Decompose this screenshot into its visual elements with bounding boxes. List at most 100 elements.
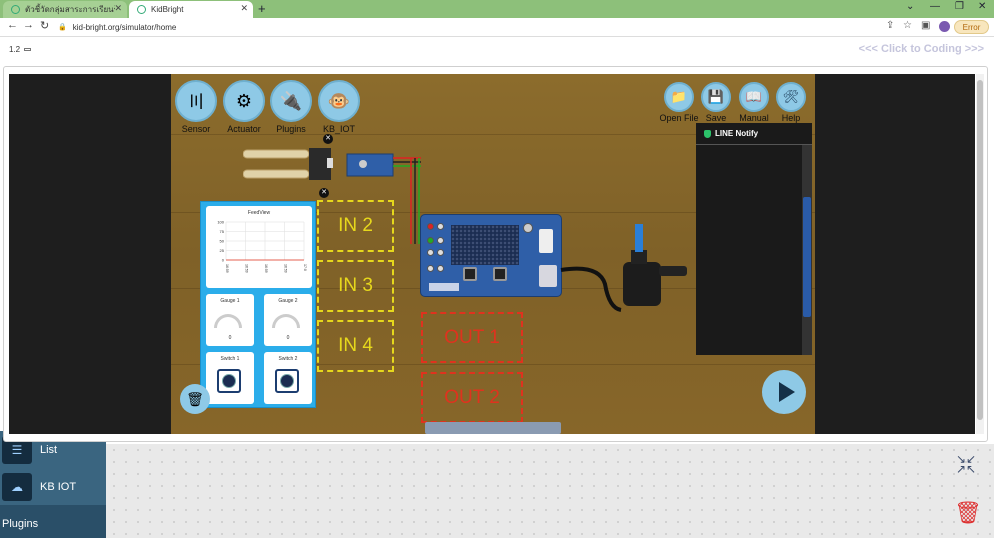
fullscreen-icon[interactable]: ↘↙↗↖ xyxy=(956,452,977,476)
line-scroll-thumb[interactable] xyxy=(803,197,811,317)
manual-button[interactable]: 📖 Manual xyxy=(737,82,771,123)
category-actuator[interactable]: ⚙ Actuator xyxy=(222,80,266,134)
avatar[interactable] xyxy=(939,21,950,32)
slot-in-2[interactable]: IN 2 xyxy=(317,200,394,252)
open-file-button[interactable]: 📁 Open File xyxy=(659,82,699,123)
run-button[interactable] xyxy=(762,370,806,414)
book-icon: 📖 xyxy=(739,82,769,112)
category-plugins[interactable]: 🔌 Plugins xyxy=(269,80,313,134)
y-tick-label: 100 xyxy=(217,220,224,225)
switch-card-2: Switch 2 xyxy=(264,352,312,404)
browser-tab-bar: ตัวชี้วัดกลุ่มสาระการเรียนรู้วิทยาศาสตร์… xyxy=(0,0,994,18)
board-switch-1[interactable] xyxy=(463,267,477,281)
floppy-icon: 💾 xyxy=(701,82,731,112)
slot-in-4[interactable]: IN 4 xyxy=(317,320,394,372)
restore-icon[interactable]: ❐ xyxy=(955,1,964,12)
kidbright-board[interactable] xyxy=(420,214,562,297)
help-button[interactable]: 🛠 Help xyxy=(774,82,808,123)
slot-out-2[interactable]: OUT 2 xyxy=(421,372,523,423)
button-label: Open File xyxy=(659,113,699,123)
sidebar-item-kb-iot[interactable]: ☁ KB IOT xyxy=(0,468,106,505)
switch-1-button[interactable] xyxy=(217,369,241,393)
pin-in2 xyxy=(437,237,444,244)
minimize-icon[interactable]: — xyxy=(930,1,940,12)
scrollbar-thumb[interactable] xyxy=(977,80,983,420)
board-switch-2[interactable] xyxy=(493,267,507,281)
sidepanel-icon[interactable]: ▣ xyxy=(921,20,931,31)
wire-bundle xyxy=(410,158,420,244)
new-tab-icon[interactable]: + xyxy=(258,1,266,16)
sensor-icon: 〣 xyxy=(175,80,217,122)
gauge-card-2: Gauge 2 0 xyxy=(264,294,312,346)
feedview-title: FeedView xyxy=(247,210,271,216)
close-icon[interactable]: ✕ xyxy=(240,3,248,13)
switch-dot xyxy=(222,374,236,388)
category-sensor[interactable]: 〣 Sensor xyxy=(174,80,218,134)
gauge-arc xyxy=(272,314,300,328)
line-notify-panel: LINE Notify xyxy=(696,123,812,355)
forward-icon[interactable]: → xyxy=(23,19,34,31)
tab-title: KidBright xyxy=(151,5,184,14)
browser-tab-1[interactable]: ตัวชี้วัดกลุ่มสาระการเรียนรู้วิทยาศาสตร์… xyxy=(3,1,127,18)
error-button[interactable]: Error xyxy=(954,20,989,34)
lock-icon: 🔒 xyxy=(58,24,67,31)
pin-in4 xyxy=(437,249,444,256)
url-text: kid-bright.org/simulator/home xyxy=(72,22,177,32)
tools-icon: 🛠 xyxy=(776,82,806,112)
switch-dot xyxy=(280,374,294,388)
gauge-title: Gauge 1 xyxy=(220,298,240,304)
switch-2-button[interactable] xyxy=(275,369,299,393)
soil-moisture-sensor[interactable] xyxy=(243,146,423,186)
tab-title: ตัวชี้วัดกลุ่มสาระการเรียนรู้วิทยาศาสตร์… xyxy=(25,5,115,14)
slot-label: IN 3 xyxy=(338,275,373,296)
close-icon[interactable]: ✕ xyxy=(319,188,329,198)
category-label: KB_IOT xyxy=(322,124,355,134)
button-label: Save xyxy=(705,113,727,123)
reload-icon[interactable]: ↻ xyxy=(40,20,50,32)
share-icon[interactable]: ⇪ xyxy=(886,20,895,31)
plug-icon: 🔌 xyxy=(270,80,312,122)
back-icon[interactable]: ← xyxy=(7,19,18,31)
click-to-coding-link[interactable]: <<< Click to Coding >>> xyxy=(858,43,984,55)
switch-title: Switch 2 xyxy=(278,356,298,362)
sidebar-plugins-label[interactable]: Plugins xyxy=(2,518,39,530)
slot-label: OUT 1 xyxy=(444,326,500,348)
close-icon[interactable]: ✕ xyxy=(114,3,122,13)
led-matrix xyxy=(451,225,519,265)
gauge-value: 0 xyxy=(286,335,290,341)
address-bar[interactable]: 🔒 kid-bright.org/simulator/home xyxy=(58,20,918,34)
version-toggle[interactable] xyxy=(24,48,32,52)
workspace-background xyxy=(0,444,994,538)
trash-icon[interactable]: 🗑 xyxy=(954,500,982,525)
x-tick-label: 17:0 xyxy=(303,264,307,271)
gauge-value: 0 xyxy=(228,335,232,341)
y-tick-label: 25 xyxy=(220,248,225,253)
category-kb-iot[interactable]: 🐵 KB_IOT xyxy=(317,80,361,134)
slot-in-3[interactable]: IN 3 xyxy=(317,260,394,312)
x-tick-label: 16:59 xyxy=(225,264,229,273)
pin-out2 xyxy=(437,265,444,272)
close-window-icon[interactable]: ✕ xyxy=(978,1,987,12)
chevron-down-icon[interactable]: ⌄ xyxy=(906,1,915,12)
trash-icon[interactable]: 🗑 xyxy=(180,384,210,414)
y-tick-label: 50 xyxy=(220,239,225,244)
slot-out-1[interactable]: OUT 1 xyxy=(421,312,523,363)
x-tick-label: 16:59 xyxy=(245,264,249,273)
pin-in1 xyxy=(427,237,434,244)
category-label: Actuator xyxy=(227,124,261,134)
water-pump[interactable] xyxy=(559,224,689,324)
category-label: Plugins xyxy=(276,124,306,134)
close-icon[interactable]: ✕ xyxy=(323,134,333,144)
save-button[interactable]: 💾 Save xyxy=(699,82,733,123)
browser-tab-2[interactable]: KidBright ✕ xyxy=(129,1,253,18)
simulator-canvas: 〣 Sensor ⚙ Actuator 🔌 Plugins 🐵 KB_IOT 📁… xyxy=(171,74,815,434)
gauge-title: Gauge 2 xyxy=(278,298,298,304)
pin-in3 xyxy=(427,249,434,256)
star-icon[interactable]: ☆ xyxy=(903,20,912,31)
y-tick-label: 0 xyxy=(222,258,225,263)
button-label: Manual xyxy=(739,113,769,123)
play-icon xyxy=(778,382,795,402)
switch-card-1: Switch 1 xyxy=(206,352,254,404)
